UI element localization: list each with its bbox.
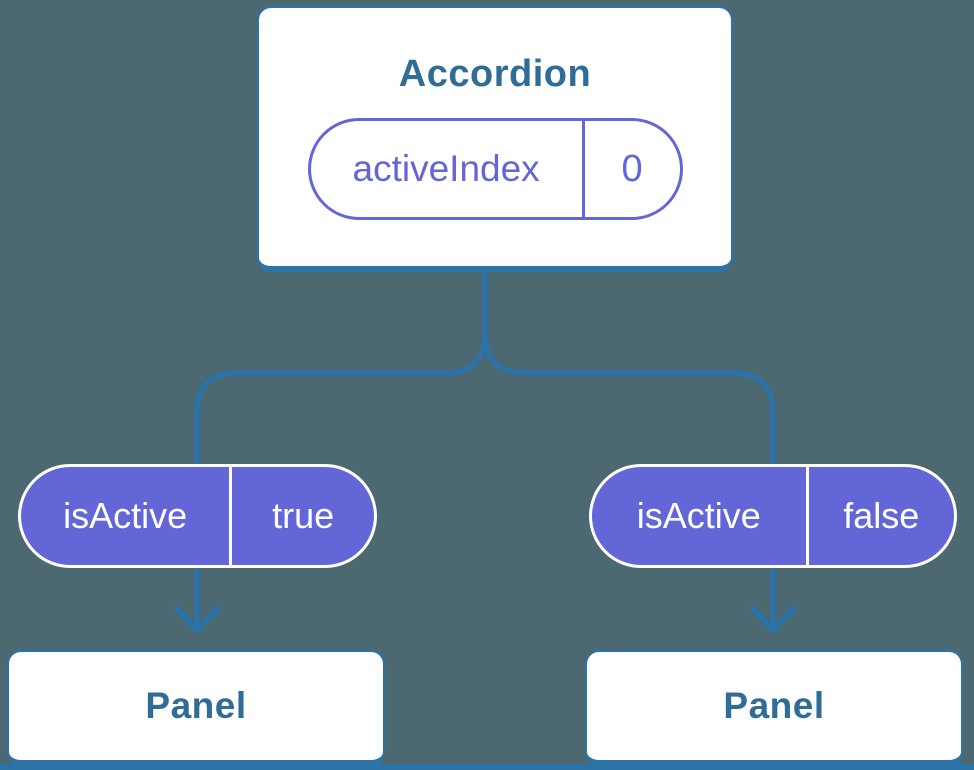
state-pill-value: 0 (621, 147, 643, 190)
panel-node-left: Panel (7, 650, 385, 766)
prop-pill-right: isActive false (589, 464, 957, 568)
accordion-component-card: Accordion activeIndex 0 (257, 6, 733, 272)
prop-pill-right-name: isActive (592, 467, 809, 565)
prop-pill-right-value: false (843, 495, 920, 536)
prop-pill-left-name: isActive (21, 467, 233, 565)
arrowhead-right (749, 605, 797, 633)
state-pill-name: activeIndex (311, 121, 585, 217)
panel-node-right-label: Panel (723, 685, 825, 726)
bottom-baseline-strip (0, 764, 974, 770)
accordion-title: Accordion (398, 53, 592, 95)
prop-pill-left: isActive true (18, 464, 377, 568)
arrowhead-left (173, 605, 221, 633)
state-pill: activeIndex 0 (307, 118, 683, 220)
panel-node-right: Panel (585, 650, 963, 766)
edge-root-to-right-child (482, 330, 776, 630)
edge-root-to-left-child (194, 265, 488, 630)
prop-pill-left-value: true (272, 495, 335, 536)
panel-node-left-label: Panel (145, 685, 247, 726)
